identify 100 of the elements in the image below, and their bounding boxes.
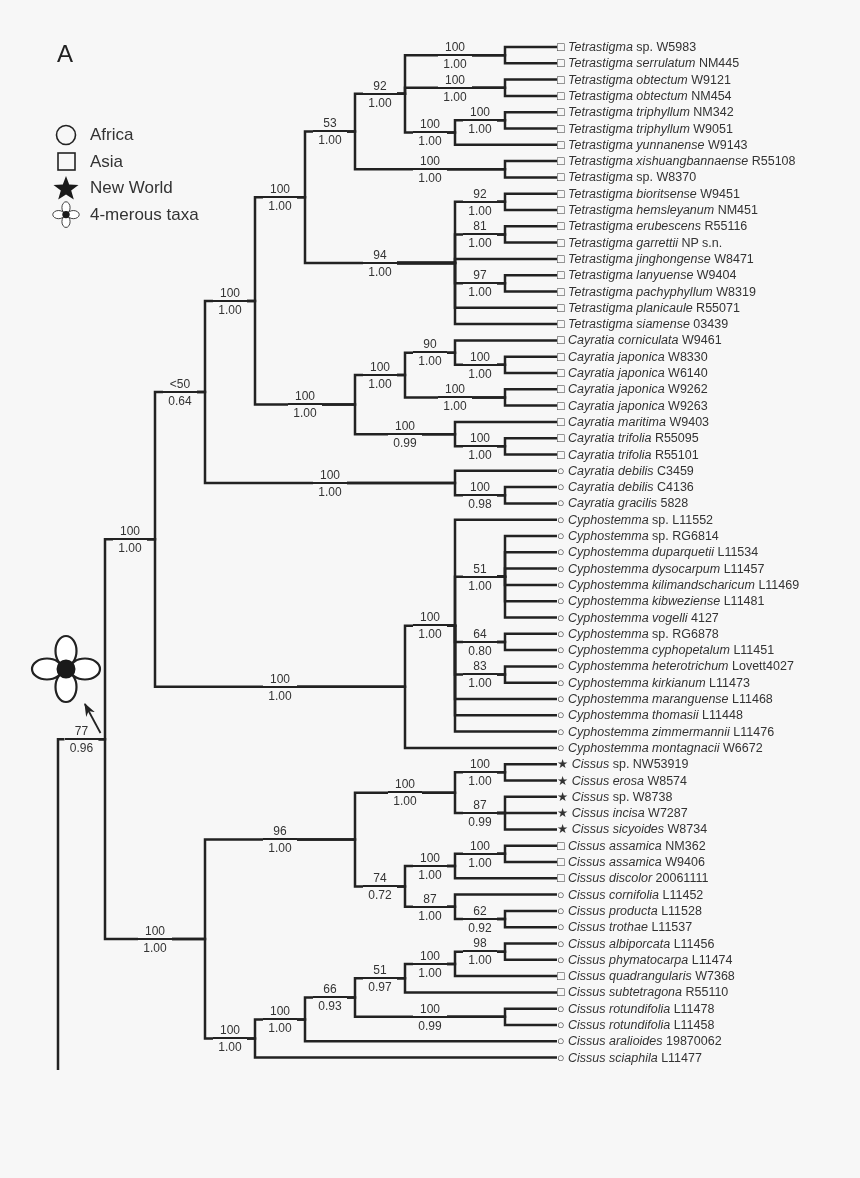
taxon-label: □ Tetrastigma sp. W8370 xyxy=(557,169,697,186)
support-values: 100 1.00 xyxy=(413,949,447,981)
branch-line xyxy=(497,233,557,244)
branch-line xyxy=(297,838,363,888)
support-values: 97 1.00 xyxy=(463,269,497,301)
branch-line xyxy=(397,92,413,134)
taxon-label: □ Cayratia japonica W9262 xyxy=(557,381,708,398)
branch-line xyxy=(497,494,557,505)
taxon-label: □ Tetrastigma triphyllum W9051 xyxy=(557,120,733,137)
taxon-label: □ Cayratia corniculata W9461 xyxy=(557,332,722,349)
support-values: 100 1.00 xyxy=(438,73,472,105)
taxon-label: □ Tetrastigma lanyuense W9404 xyxy=(557,267,737,284)
arrow xyxy=(83,703,102,734)
support-values: 100 1.00 xyxy=(463,432,497,464)
taxon-label: ○ Cayratia debilis C3459 xyxy=(557,462,694,479)
taxon-label: ○ Cissus phymatocarpa L11474 xyxy=(557,951,733,968)
support-values: 100 1.00 xyxy=(413,118,447,150)
branch-line xyxy=(172,937,213,1040)
support-values: 100 1.00 xyxy=(213,1024,247,1056)
taxon-label: □ Tetrastigma xishuangbannaense R55108 xyxy=(557,153,796,170)
taxon-label: ★ Cissus sicyoides W8734 xyxy=(557,821,708,838)
branch-line xyxy=(422,791,463,815)
taxon-label: □ Tetrastigma obtectum W9121 xyxy=(557,71,731,88)
branch-line xyxy=(297,1018,557,1043)
support-values: 87 1.00 xyxy=(413,892,447,924)
taxon-label: ○ Cissus albiporcata L11456 xyxy=(557,935,715,952)
taxon-label: ○ Cyphostemma zimmermannii L11476 xyxy=(557,723,775,740)
taxon-label: ○ Cyphostemma duparquetii L11534 xyxy=(557,544,759,561)
taxon-label: □ Cayratia japonica W8330 xyxy=(557,348,708,365)
branch-line xyxy=(397,373,438,399)
branch-line xyxy=(447,864,557,880)
support-values: 51 0.97 xyxy=(363,963,397,995)
branch-line xyxy=(497,852,557,864)
branch-line xyxy=(497,445,557,456)
support-values: 100 0.99 xyxy=(388,419,422,451)
branch-line xyxy=(497,119,557,130)
taxon-label: □ Tetrastigma planicaule R55071 xyxy=(557,299,740,316)
taxon-label: ○ Cayratia gracilis 5828 xyxy=(557,495,689,512)
taxon-label: ○ Cyphostemma kibweziense L11481 xyxy=(557,593,765,610)
support-values: 100 1.00 xyxy=(463,350,497,382)
taxon-label: ○ Cyphostemma thomasii L11448 xyxy=(557,707,743,724)
support-values: 96 1.00 xyxy=(263,825,297,857)
support-values: 100 1.00 xyxy=(413,155,447,186)
taxon-label: ○ Cyphostemma maranguense L11468 xyxy=(557,691,773,707)
branch-line xyxy=(397,976,557,994)
support-values: 83 1.00 xyxy=(463,660,497,692)
branch-line xyxy=(397,885,413,909)
taxon-label: ○ Cissus aralioides 19870062 xyxy=(557,1033,722,1050)
support-values: 87 0.99 xyxy=(463,798,497,830)
taxon-label: □ Cissus quadrangularis W7368 xyxy=(557,968,735,985)
taxon-label: □ Tetrastigma hemsleyanum NM451 xyxy=(557,202,758,218)
branch-line xyxy=(347,996,413,1019)
taxon-label: □ Tetrastigma yunnanense W9143 xyxy=(557,136,748,153)
support-values: 100 1.00 xyxy=(463,758,497,790)
taxon-label: ○ Cyphostemma vogelli 4127 xyxy=(557,609,719,626)
taxon-label: ○ Cyphostemma cyphopetalum L11451 xyxy=(557,642,775,659)
support-values: 100 0.98 xyxy=(463,481,497,512)
branch-line xyxy=(397,261,557,326)
branch-line xyxy=(447,905,463,921)
taxon-label: □ Tetrastigma jinghongense W8471 xyxy=(557,250,754,267)
branch-line xyxy=(447,168,557,179)
taxon-label: □ Tetrastigma siamense 03439 xyxy=(557,316,729,333)
taxon-label: ★ Cissus sp. W8738 xyxy=(557,788,673,805)
taxon-label: □ Tetrastigma pachyphyllum W8319 xyxy=(557,283,756,300)
branch-line xyxy=(497,917,557,929)
panel-letter: A xyxy=(57,40,73,68)
support-values: 100 1.00 xyxy=(288,390,322,422)
support-values: <50 0.64 xyxy=(163,377,197,409)
support-values: 100 1.00 xyxy=(263,183,297,214)
support-values: 74 0.72 xyxy=(363,872,397,904)
taxon-label: ★ Cissus incisa W7287 xyxy=(557,805,688,822)
taxon-label: ○ Cissus rotundifolia L11458 xyxy=(557,1017,715,1033)
taxon-label: ○ Cyphostemma sp. RG6814 xyxy=(557,528,719,544)
support-values: 100 1.00 xyxy=(263,1005,297,1037)
taxon-label: □ Cissus assamica NM362 xyxy=(557,837,706,854)
taxon-label: □ Tetrastigma erubescens R55116 xyxy=(557,218,748,235)
taxon-label: □ Cissus discolor 20061111 xyxy=(557,870,709,887)
support-values: 81 1.00 xyxy=(463,220,497,252)
support-values: 100 1.00 xyxy=(313,468,347,500)
support-values: 100 1.00 xyxy=(213,286,247,318)
branch-line xyxy=(497,200,557,212)
support-values: 51 1.00 xyxy=(463,562,497,594)
support-values: 92 1.00 xyxy=(463,187,497,219)
branch-line xyxy=(497,640,557,652)
taxon-label: □ Tetrastigma garrettii NP s.n. xyxy=(557,234,723,251)
taxon-label: ○ Cissus producta L11528 xyxy=(557,902,702,919)
support-values: 90 1.00 xyxy=(413,338,447,370)
branch-line xyxy=(472,396,557,407)
branch-line xyxy=(98,737,138,941)
taxon-label: □ Tetrastigma triphyllum NM342 xyxy=(557,104,734,121)
branch-line xyxy=(247,299,288,406)
branch-line xyxy=(497,771,557,782)
taxon-label: ○ Cyphostemma sp. RG6878 xyxy=(557,625,719,642)
support-values: 77 0.96 xyxy=(64,724,99,756)
branch-line xyxy=(447,131,557,147)
branch-line xyxy=(472,86,557,98)
support-values: 100 1.00 xyxy=(363,360,397,392)
legend-label: 4-merous taxa xyxy=(90,203,199,226)
taxon-label: □ Cayratia japonica W6140 xyxy=(557,365,708,381)
support-values: 98 1.00 xyxy=(463,937,497,969)
